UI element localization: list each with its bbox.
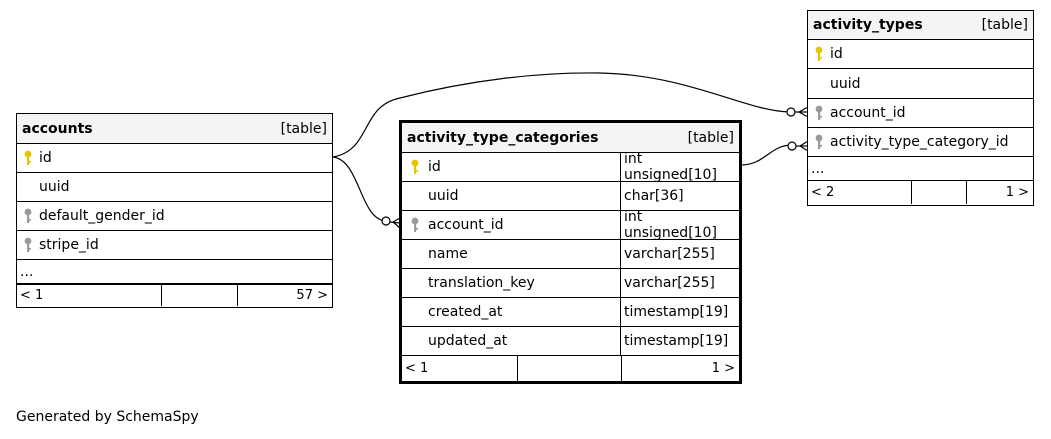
table-footer: < 1 1 > [402,356,739,381]
column-row-updated-at[interactable]: updated_at timestamp[19] [402,327,739,356]
table-header: activity_type_categories [table] [402,123,739,153]
relationship-line-categories-activity-types [740,144,793,166]
relationship-line-accounts-activity-types [332,72,791,158]
parents-count[interactable]: < 1 [402,356,518,381]
table-activity-types[interactable]: activity_types [table] id uuid account_i… [807,10,1034,206]
crowfoot-end-activity-types-account [786,106,809,118]
foreign-key-icon [17,208,39,224]
table-header: activity_types [table] [808,11,1033,40]
column-row-translation-key[interactable]: translation_key varchar[255] [402,269,739,298]
column-type: int unsigned[10] [620,151,739,183]
more-columns: ... [808,157,1033,181]
children-count[interactable]: 57 > [296,288,328,303]
column-row-uuid[interactable]: uuid char[36] [402,182,739,211]
crowfoot-end-activity-types-category [787,140,809,152]
column-name: uuid [428,188,459,204]
column-row-id[interactable]: id [808,40,1033,69]
generated-by-label: Generated by SchemaSpy [16,409,199,425]
column-name: id [39,150,52,166]
column-row-uuid[interactable]: uuid [17,173,332,202]
column-row-stripe-id[interactable]: stripe_id [17,231,332,260]
foreign-key-icon [808,134,830,150]
footer-middle [518,356,622,381]
table-footer: < 2 1 > [808,181,1033,204]
column-row-activity-type-category-id[interactable]: activity_type_category_id [808,128,1033,157]
table-name: accounts [22,120,93,137]
table-kind: [table] [687,129,734,146]
table-kind: [table] [981,17,1028,33]
footer-middle [912,181,967,204]
column-name: uuid [830,75,861,92]
children-count[interactable]: 1 > [711,361,735,376]
column-type: timestamp[19] [620,298,739,326]
children-count[interactable]: 1 > [1005,185,1029,200]
table-activity-type-categories[interactable]: activity_type_categories [table] id int u… [399,120,742,384]
primary-key-icon [404,159,426,175]
column-row-default-gender-id[interactable]: default_gender_id [17,202,332,231]
table-header: accounts [table] [17,114,332,144]
more-columns: ... [17,260,332,284]
column-name: id [830,46,843,62]
column-row-uuid[interactable]: uuid [808,69,1033,99]
column-row-id[interactable]: id int unsigned[10] [402,151,739,183]
column-type: varchar[255] [620,269,739,297]
footer-middle [162,285,238,306]
table-accounts[interactable]: accounts [table] id uuid default_gender_… [16,113,333,308]
column-row-account-id[interactable]: account_id [808,99,1033,128]
parents-count[interactable]: < 2 [808,181,912,204]
column-name: created_at [428,304,503,320]
column-name: translation_key [428,275,535,291]
column-name: name [428,246,468,262]
foreign-key-icon [404,217,426,233]
column-row-created-at[interactable]: created_at timestamp[19] [402,298,739,327]
column-name: stripe_id [39,237,99,253]
column-name: id [428,159,441,175]
table-kind: [table] [280,120,327,137]
table-name: activity_type_categories [407,129,599,146]
table-footer: < 1 57 > [17,284,332,306]
column-type: varchar[255] [620,240,739,268]
foreign-key-icon [17,237,39,253]
primary-key-icon [17,150,39,166]
column-row-id[interactable]: id [17,144,332,173]
parents-count[interactable]: < 1 [17,285,162,306]
foreign-key-icon [808,105,830,121]
crowfoot-end-categories-account [381,216,401,229]
relationship-line-accounts-categories [332,156,387,222]
column-type: char[36] [620,182,739,210]
column-name: updated_at [428,333,508,349]
table-name: activity_types [813,17,923,33]
column-name: default_gender_id [39,208,165,224]
column-type: int unsigned[10] [620,209,739,241]
column-row-name[interactable]: name varchar[255] [402,240,739,269]
primary-key-icon [808,46,830,62]
column-name: uuid [39,179,70,195]
column-name: activity_type_category_id [830,134,1009,150]
column-name: account_id [830,105,906,121]
column-type: timestamp[19] [620,327,739,355]
column-row-account-id[interactable]: account_id int unsigned[10] [402,209,739,241]
column-name: account_id [428,217,504,233]
